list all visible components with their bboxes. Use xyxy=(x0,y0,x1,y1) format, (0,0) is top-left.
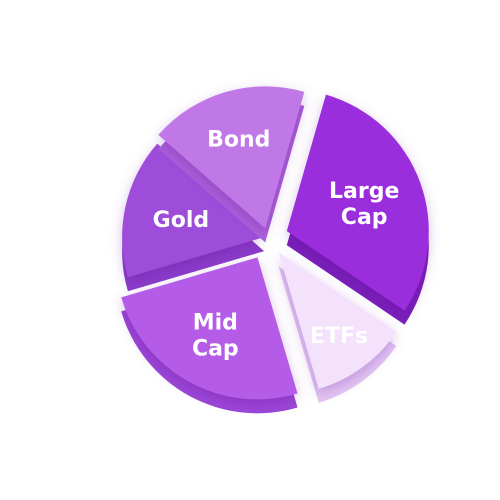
pie-slice-gold xyxy=(122,143,265,278)
pie-slice-etfs xyxy=(278,252,397,389)
slice-group xyxy=(121,86,429,414)
slice-label-bond: Bond xyxy=(207,127,270,152)
pie-slice-large-cap xyxy=(286,94,429,311)
pie-slice-bond xyxy=(158,86,305,229)
slice-label-gold: Gold xyxy=(153,208,209,233)
slice-label-etfs: ETFs xyxy=(310,324,368,349)
pie-slice-mid-cap xyxy=(121,257,298,400)
